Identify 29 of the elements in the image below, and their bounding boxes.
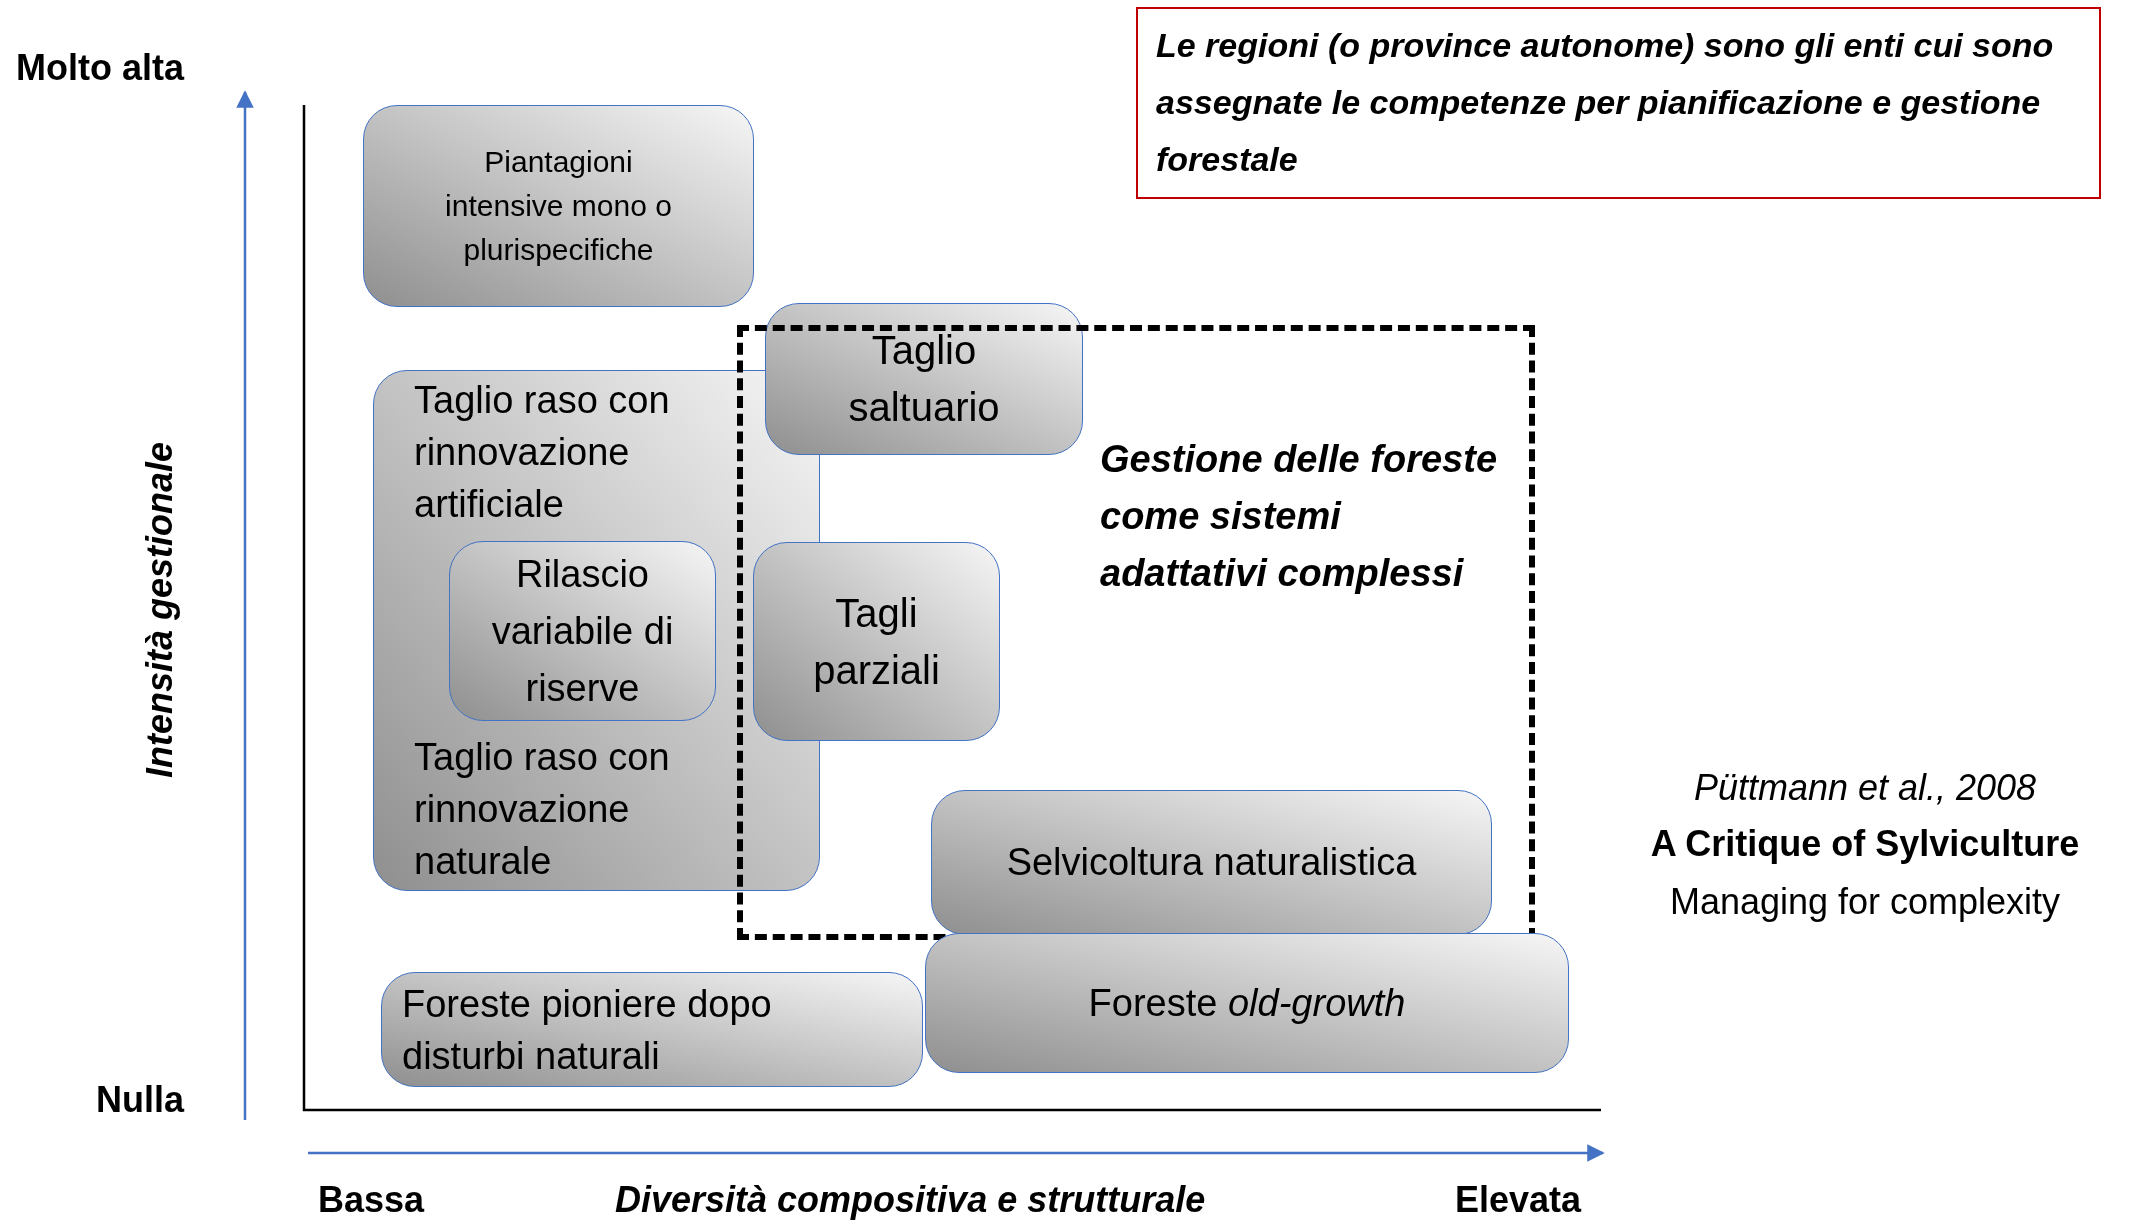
citation-subtitle: Managing for complexity xyxy=(1669,880,2061,924)
category-label: Foreste old-growth xyxy=(1087,980,1407,1026)
axis-end-label: Bassa xyxy=(318,1178,425,1222)
category-box xyxy=(931,790,1492,935)
citation-title: A Critique of Sylviculture xyxy=(1650,822,2080,866)
category-box xyxy=(449,541,716,721)
category-box xyxy=(753,542,1000,741)
category-label: Foreste pioniere dopo disturbi naturali xyxy=(402,981,773,1079)
category-label: Rilascio variabile di riserve xyxy=(490,551,675,711)
category-box xyxy=(363,105,754,307)
region-label: Gestione delle foreste come sistemi adattativi complessi xyxy=(1100,437,1498,596)
axis-title: Diversità compositiva e strutturale xyxy=(615,1178,1206,1222)
category-label: Piantagioni intensive mono o plurispecifiche xyxy=(444,144,673,268)
category-box xyxy=(925,933,1569,1073)
category-label: Taglio raso con rinnovazione naturale xyxy=(414,735,671,884)
dashed-region xyxy=(737,325,1535,940)
category-label: Selvicoltura naturalistica xyxy=(1005,840,1418,885)
citation-authors: Püttmann et al., 2008 xyxy=(1693,766,2037,810)
axis-end-label: Elevata xyxy=(1455,1178,1582,1222)
category-box xyxy=(381,972,923,1087)
axis-end-label: Nulla xyxy=(96,1078,184,1122)
note-box xyxy=(1136,7,2101,199)
category-label: Tagli parziali xyxy=(812,589,941,694)
axis-title: Intensità gestionale xyxy=(137,441,181,779)
axis-end-label: Molto alta xyxy=(16,46,184,90)
category-box xyxy=(765,303,1083,455)
category-label: Taglio raso con rinnovazione artificiale xyxy=(414,378,671,527)
category-label: Taglio saltuario xyxy=(847,327,1001,431)
note-text: Le regioni (o province autonome) sono gli enti cui sono assegnate le competenze per pianificazione e gestione forestale xyxy=(1156,25,2055,180)
